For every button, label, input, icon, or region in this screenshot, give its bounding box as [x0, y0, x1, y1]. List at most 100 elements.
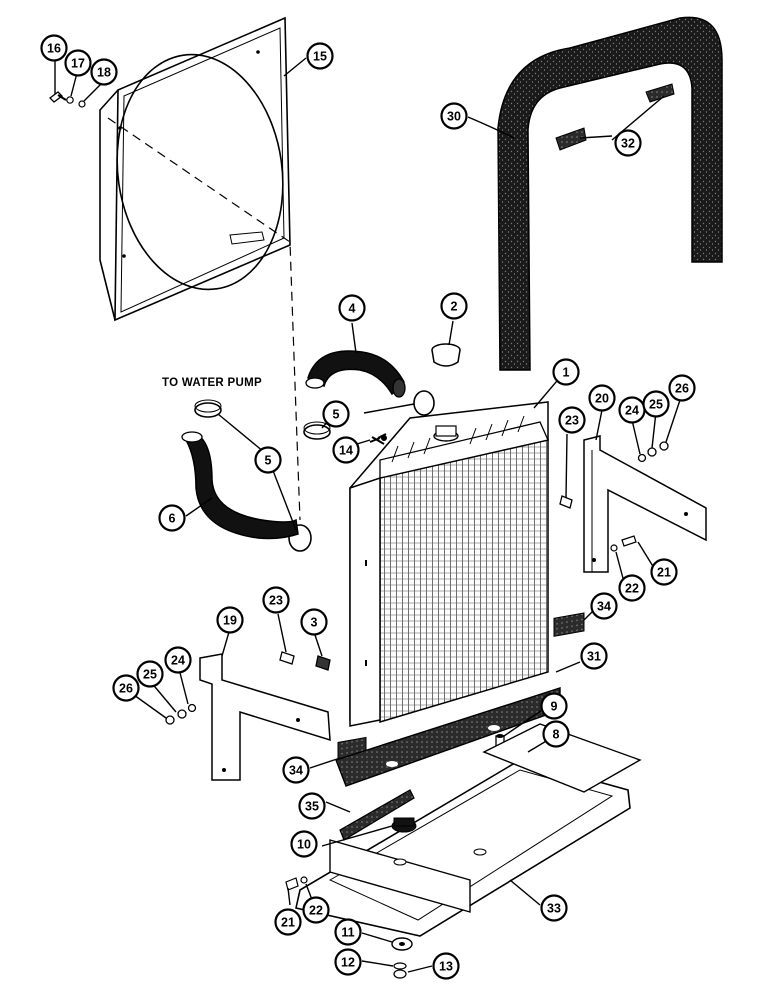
lower-hose [181, 431, 299, 540]
base-plate [295, 723, 642, 937]
radiator-cap [431, 343, 461, 367]
callout-5: 5 [254, 446, 282, 474]
callout-34: 34 [282, 756, 310, 784]
callout-label: 1 [563, 366, 570, 380]
callout-label: 17 [71, 57, 85, 71]
callout-label: 30 [447, 110, 461, 124]
radiator-assembly [349, 401, 549, 727]
callout-21: 21 [274, 908, 302, 936]
callout-14: 14 [332, 436, 360, 464]
callout-label: 19 [223, 614, 237, 628]
callout-23: 23 [262, 586, 290, 614]
shroud-hardware [49, 91, 86, 108]
callout-label: 3 [311, 616, 318, 630]
callout-label: 9 [551, 700, 558, 714]
callout-label: 34 [289, 764, 303, 778]
callout-6: 6 [158, 504, 186, 532]
callout-25: 25 [136, 660, 164, 688]
seal-clips [555, 83, 675, 151]
callout-label: 25 [649, 398, 663, 412]
callout-31: 31 [580, 642, 608, 670]
drain-plugs [279, 495, 573, 671]
callout-9: 9 [540, 692, 568, 720]
right-bracket-hardware [610, 441, 669, 552]
callout-33: 33 [540, 894, 568, 922]
callout-label: 25 [143, 668, 157, 682]
callout-label: 22 [309, 904, 323, 918]
callout-4: 4 [338, 294, 366, 322]
callout-label: 11 [341, 926, 354, 940]
callout-label: 8 [553, 728, 560, 742]
callout-label: 10 [297, 838, 311, 852]
callout-26: 26 [668, 374, 696, 402]
callout-2: 2 [440, 292, 468, 320]
callout-label: 15 [313, 50, 327, 64]
plug [391, 817, 417, 833]
callout-label: 24 [171, 654, 185, 668]
callout-label: 18 [97, 66, 111, 80]
callout-label: 23 [269, 594, 283, 608]
callout-25: 25 [642, 390, 670, 418]
callout-label: 14 [339, 444, 353, 458]
callout-label: 2 [451, 300, 458, 314]
callout-19: 19 [216, 606, 244, 634]
callout-10: 10 [290, 830, 318, 858]
radiator-seal [497, 16, 723, 371]
fan-shroud [99, 16, 291, 322]
callout-label: 5 [265, 454, 272, 468]
callout-label: 13 [439, 960, 453, 974]
rubber-strip [339, 789, 415, 841]
callout-label: 23 [565, 414, 579, 428]
callout-22: 22 [618, 574, 646, 602]
callout-label: 20 [595, 392, 609, 406]
callout-label: 4 [349, 302, 356, 316]
callout-3: 3 [300, 608, 328, 636]
callout-13: 13 [432, 952, 460, 980]
lower-hardware [285, 876, 413, 979]
callout-12: 12 [334, 948, 362, 976]
drain-valve-fitting [369, 433, 387, 445]
callout-20: 20 [588, 384, 616, 412]
callout-label: 5 [333, 408, 340, 422]
callout-label: 21 [281, 916, 295, 930]
callout-label: 33 [547, 902, 561, 916]
upper-hose [305, 350, 406, 398]
callout-label: 35 [305, 800, 319, 814]
alignment-line [107, 117, 301, 521]
left-bracket-hardware [165, 703, 197, 725]
left-bracket [199, 653, 331, 781]
callout-label: 21 [657, 566, 671, 580]
callout-23: 23 [558, 406, 586, 434]
callout-label: 16 [47, 42, 61, 56]
callout-17: 17 [64, 49, 92, 77]
callout-24: 24 [164, 646, 192, 674]
callout-label: 22 [625, 582, 639, 596]
right-bracket [583, 435, 707, 573]
callout-1: 1 [552, 358, 580, 386]
callout-34: 34 [590, 592, 618, 620]
callout-30: 30 [440, 102, 468, 130]
callout-32: 32 [614, 129, 642, 157]
callout-label: 26 [119, 682, 133, 696]
callout-label: 24 [625, 404, 639, 418]
callout-24: 24 [618, 396, 646, 424]
callout-5: 5 [322, 400, 350, 428]
callout-label: 34 [597, 600, 611, 614]
callout-label: 26 [675, 382, 689, 396]
callout-label: 6 [169, 512, 176, 526]
callout-11: 11 [334, 918, 362, 946]
callout-26: 26 [112, 674, 140, 702]
callout-21: 21 [650, 558, 678, 586]
callout-35: 35 [298, 792, 326, 820]
callout-15: 15 [306, 42, 334, 70]
callout-16: 16 [40, 34, 68, 62]
callout-label: 32 [621, 137, 635, 151]
callout-label: 12 [341, 956, 355, 970]
to-water-pump-note: TO WATER PUMP [162, 377, 262, 389]
callout-label: 31 [587, 650, 601, 664]
callout-18: 18 [90, 58, 118, 86]
callout-22: 22 [302, 896, 330, 924]
callout-8: 8 [542, 720, 570, 748]
